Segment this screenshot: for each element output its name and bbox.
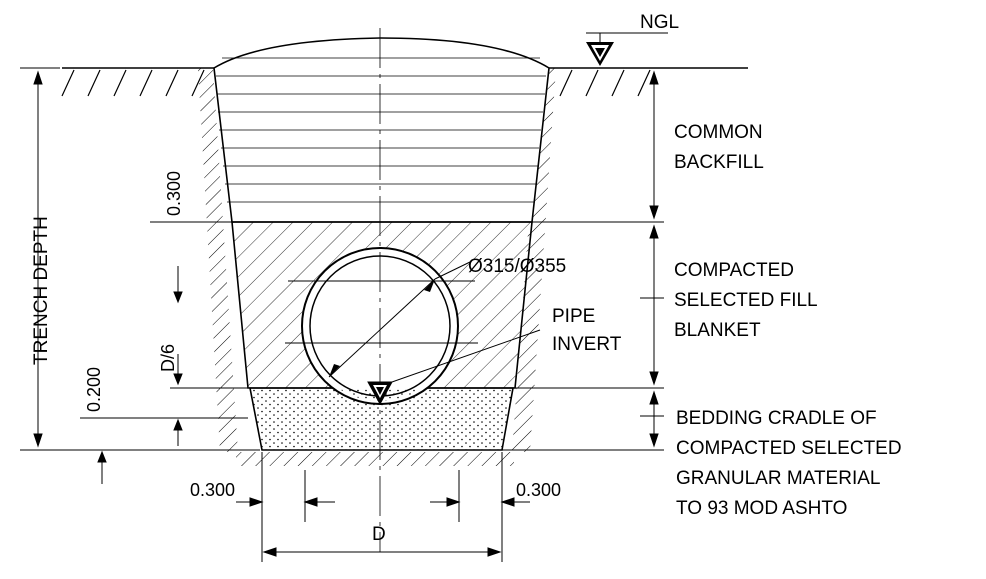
trench-wall-hatch xyxy=(198,68,556,466)
bedding-label-2: COMPACTED SELECTED xyxy=(676,438,902,459)
trench-depth-dimension xyxy=(20,67,260,451)
bedding-label-1: BEDDING CRADLE OF xyxy=(676,408,877,429)
dim-d6 xyxy=(170,266,250,389)
selected-fill-label-3: BLANKET xyxy=(674,320,761,341)
common-backfill-label-2: BACKFILL xyxy=(674,152,764,173)
bottom-dimensions xyxy=(236,452,530,562)
dim-300-layer-label: 0.300 xyxy=(164,171,184,216)
ngl-label: NGL xyxy=(640,12,679,33)
selected-fill-label-1: COMPACTED xyxy=(674,260,794,281)
pipe-invert-label-2: INVERT xyxy=(552,334,622,355)
invert-symbol xyxy=(367,381,393,406)
pipe-diameter-label: Ø315/Ø355 xyxy=(468,256,566,277)
dim-side-right-label: 0.300 xyxy=(516,480,561,500)
common-backfill-label-1: COMMON xyxy=(674,122,763,143)
dim-width-label: D xyxy=(372,524,386,545)
ground-line xyxy=(61,67,748,97)
pipe-invert-leader xyxy=(391,329,541,383)
bedding-label-4: TO 93 MOD ASHTO xyxy=(676,498,847,519)
dim-200-bedding xyxy=(80,417,248,484)
right-layer-dimensions xyxy=(502,70,664,451)
dim-200-bedding-label: 0.200 xyxy=(84,367,104,412)
bedding-label-3: GRANULAR MATERIAL xyxy=(676,468,880,489)
dim-side-left-label: 0.300 xyxy=(190,480,235,500)
dim-d6-label: D/6 xyxy=(158,344,178,372)
ngl-marker xyxy=(586,32,668,66)
trench-depth-label: TRENCH DEPTH xyxy=(31,216,52,365)
selected-fill-label-2: SELECTED FILL xyxy=(674,290,818,311)
pipe-invert-label-1: PIPE xyxy=(552,306,595,327)
common-backfill xyxy=(213,37,550,223)
